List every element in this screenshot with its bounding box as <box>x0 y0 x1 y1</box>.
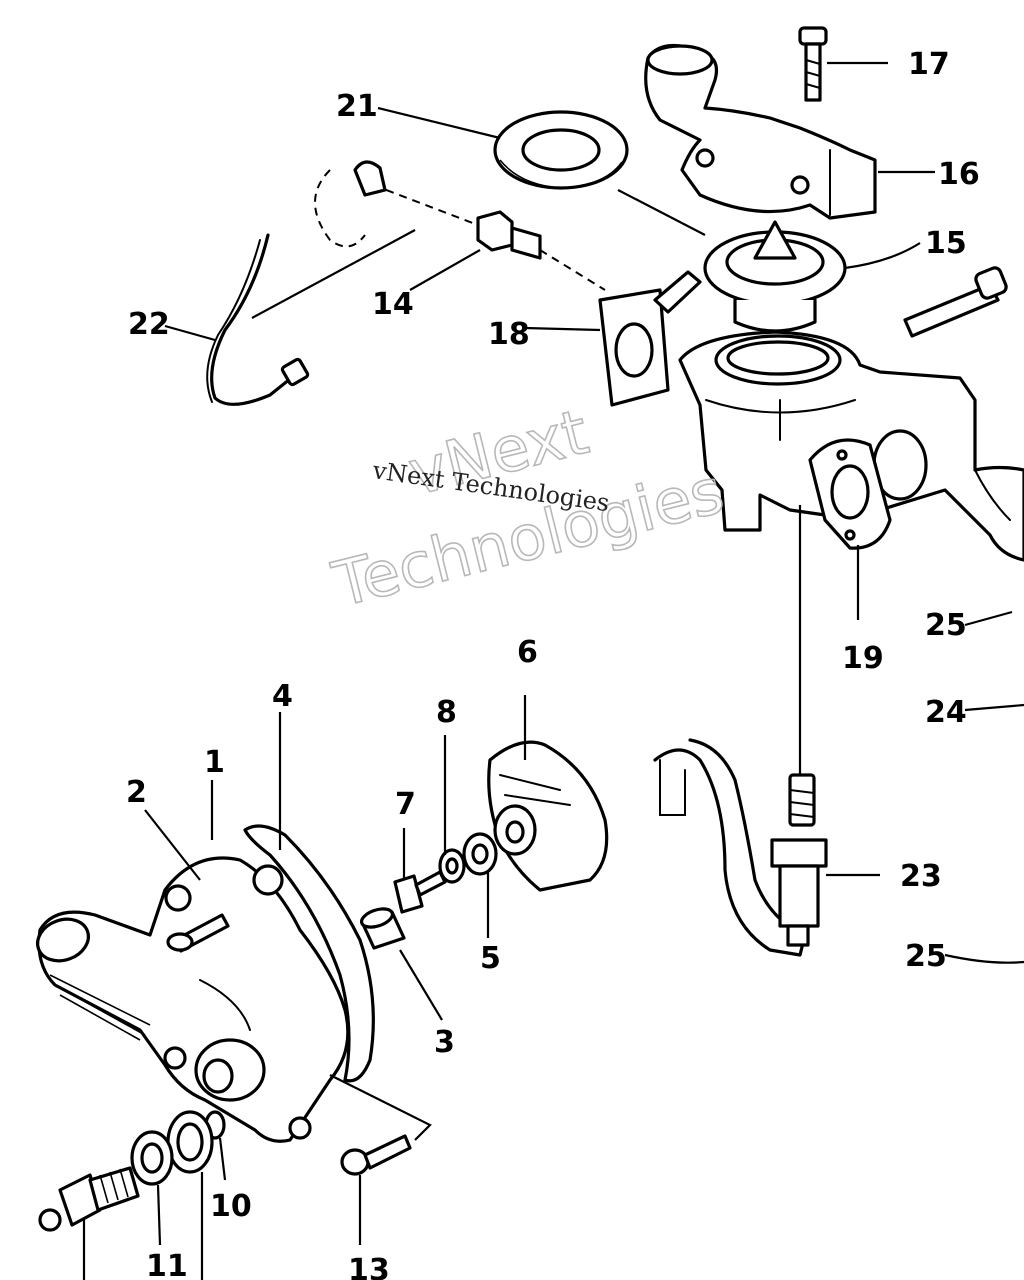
part-15-thermostat <box>703 220 847 333</box>
callout-5: 5 <box>480 941 501 976</box>
callout-24: 24 <box>925 695 967 730</box>
part-1-water-pump-body <box>36 856 350 1143</box>
part-2-stud <box>166 913 230 953</box>
callout-8: 8 <box>436 695 457 730</box>
callout-14: 14 <box>372 287 414 322</box>
part-18-gasket <box>598 288 670 407</box>
part-11-washer <box>130 1110 214 1186</box>
callout-10: 10 <box>210 1189 252 1224</box>
callout-13: 13 <box>348 1253 390 1280</box>
callout-19: 19 <box>842 641 884 676</box>
part-3-sleeve <box>359 907 406 950</box>
part-5-washer <box>462 832 498 876</box>
callout-11: 11 <box>146 1249 188 1280</box>
callout-21: 21 <box>336 89 378 124</box>
part-8-washer <box>438 848 466 884</box>
callout-16: 16 <box>938 157 980 192</box>
callout-2: 2 <box>126 775 147 810</box>
part-19-gasket <box>808 438 892 550</box>
part-drain-plug <box>38 1166 140 1232</box>
part-pin <box>653 270 702 314</box>
part-7-bolt <box>393 870 447 914</box>
callout-15: 15 <box>925 226 967 261</box>
callout-18: 18 <box>488 317 530 352</box>
callout-6: 6 <box>517 635 538 670</box>
part-17-bolt <box>798 26 828 102</box>
callout-22: 22 <box>128 307 170 342</box>
part-22-wire <box>206 233 310 406</box>
callout-17: 17 <box>908 47 950 82</box>
callout-7: 7 <box>395 787 416 822</box>
callout-1: 1 <box>204 745 225 780</box>
callout-3: 3 <box>434 1025 455 1060</box>
part-16-outlet-elbow <box>644 44 877 220</box>
callout-25-lower: 25 <box>905 939 947 974</box>
leader-lines <box>82 61 1024 1280</box>
part-23-sensor-and-hose <box>653 738 828 957</box>
part-21-seal-ring <box>493 110 629 190</box>
part-14-temperature-sender <box>359 179 606 291</box>
part-clip <box>314 160 387 248</box>
callout-25-upper: 25 <box>925 608 967 643</box>
part-4-pump-gasket <box>243 824 375 1083</box>
part-6-impeller <box>487 740 609 892</box>
callout-23: 23 <box>900 859 942 894</box>
callout-4: 4 <box>272 679 293 714</box>
part-13-bolt <box>340 1134 412 1176</box>
